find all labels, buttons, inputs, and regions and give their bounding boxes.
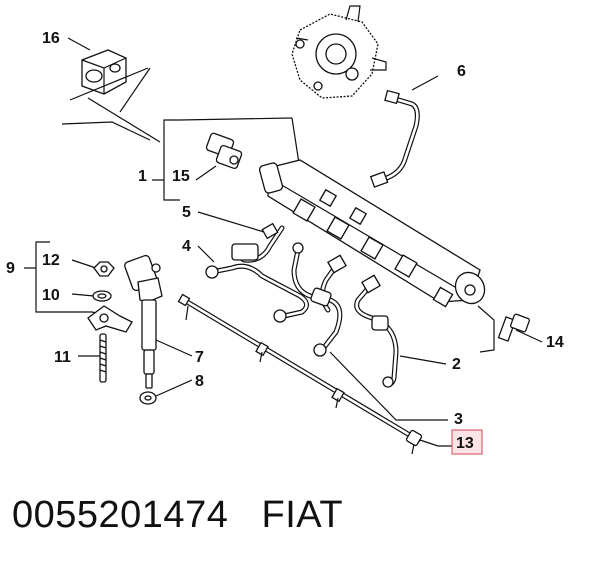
fuel-rail [258,159,486,308]
part-10-washer [92,290,112,302]
leader-3 [329,351,448,421]
callout-8: 8 [195,373,204,390]
leader-6 [411,75,439,91]
leader-12 [71,259,97,269]
part-15-pressure-sensor [205,132,243,170]
leader-5 [197,211,265,233]
caption-part-number: 0055201474 [12,494,229,536]
part-7-injector [124,254,163,389]
leader-15 [195,165,217,181]
caption-brand: FIAT [261,494,344,536]
leader-16 [67,37,91,51]
leader-4 [197,245,215,263]
leader-8 [155,379,193,397]
callout-15: 15 [172,168,190,185]
part-4-injector-pipe [205,263,309,323]
callout-13-highlight [451,429,483,455]
callout-6: 6 [457,63,466,80]
part-6-feed-pipe [369,89,420,188]
leader-13 [419,439,452,447]
part-9-clamp [87,305,133,333]
callout-1: 1 [138,168,147,185]
part-11-stud [99,333,107,383]
callout-3: 3 [454,411,463,428]
callout-13: 13 [456,435,474,452]
callout-2: 2 [452,356,461,373]
high-pressure-pump [291,5,387,99]
inset-lines [61,67,161,143]
part-2-injector-pipe [354,274,399,388]
callout-4: 4 [182,238,191,255]
bracket-14 [477,305,495,353]
leader-2 [399,355,447,365]
callout-14: 14 [546,334,564,351]
leader-14 [515,329,543,343]
part-16-sensor [81,49,127,95]
callout-16: 16 [42,30,60,47]
callout-9: 9 [6,260,15,277]
bracket-1 [152,119,180,201]
part-8-seal [139,391,157,405]
callout-11: 11 [54,349,71,366]
part-14-bolt [497,313,530,342]
leader-10 [71,293,95,297]
callout-5: 5 [182,204,191,221]
leader-1-rail [179,117,293,121]
part-13-return-line [177,293,423,455]
part-3-injector-pipes [291,242,347,357]
callout-10: 10 [42,287,60,304]
callout-12: 12 [42,252,60,269]
callout-7: 7 [195,349,204,366]
part-12-nut [93,261,115,277]
part-5-injector-pipe [231,222,285,263]
leader-7 [155,339,193,357]
caption: 0055201474 FIAT [12,494,343,537]
